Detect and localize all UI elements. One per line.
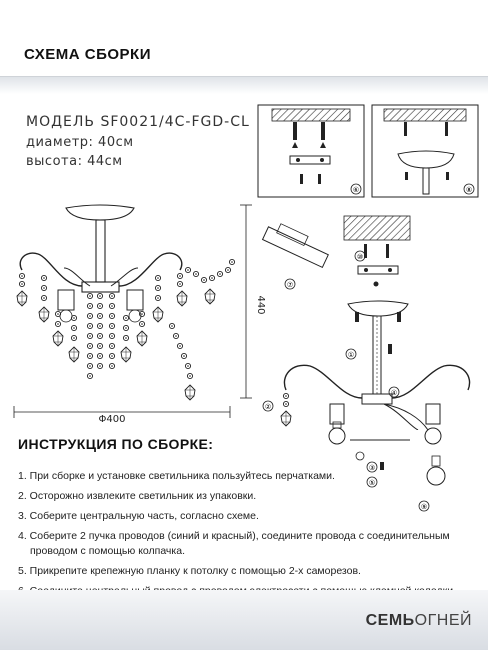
brand-bold: СЕМЬ xyxy=(365,612,415,629)
bulb-left xyxy=(328,421,346,445)
instructions-heading: ИНСТРУКЦИЯ ПО СБОРКЕ: xyxy=(18,436,214,452)
footer-band xyxy=(0,590,488,650)
width-dimension-label: Φ400 xyxy=(99,414,126,425)
callout-1: ① xyxy=(348,351,354,359)
bulb-separate xyxy=(426,455,446,486)
chandelier-drawing: Φ400 440 xyxy=(13,204,266,425)
brand-light: ОГНЕЙ xyxy=(414,612,472,629)
callout-4: ④ xyxy=(391,389,397,397)
instruction-step: 4. Соберите 2 пучка проводов (синий и кр… xyxy=(18,530,450,542)
instructions-list: 1. При сборке и установке светильника по… xyxy=(18,470,478,605)
callout-6: ⑥ xyxy=(353,186,359,194)
detail-box-6: ⑥ xyxy=(257,104,365,198)
specs-block: МОДЕЛЬ SF0021/4C-FGD-CL диаметр: 40см вы… xyxy=(26,114,250,173)
diameter-spec: диаметр: 40см xyxy=(26,135,134,150)
bulb-right xyxy=(424,427,442,445)
instruction-step: 5. Прикрепите крепежную планку к потолку… xyxy=(18,565,361,577)
height-dimension-label: 440 xyxy=(255,295,266,314)
instruction-step-continuation: проводом с помощью колпачка. xyxy=(30,545,185,557)
callout-9: ⑨ xyxy=(421,503,427,511)
callout-10: ⑩ xyxy=(357,253,363,261)
page-title: СХЕМА СБОРКИ xyxy=(24,46,151,63)
callout-7: ⑦ xyxy=(287,281,293,289)
diagram-lower-parts: ③ ⑨ ⑤ xyxy=(328,421,446,512)
detail-box-8: ⑧ xyxy=(371,104,479,198)
assembly-diagram: ⑥ ⑧ xyxy=(13,104,479,430)
brand-logo: СЕМЬОГНЕЙ xyxy=(366,612,472,630)
title-divider xyxy=(0,76,488,94)
model-name: МОДЕЛЬ SF0021/4C-FGD-CL xyxy=(26,114,250,130)
instruction-step: 3. Соберите центральную часть, согласно … xyxy=(18,510,259,522)
callout-2: ② xyxy=(265,403,271,411)
callout-8: ⑧ xyxy=(466,186,472,194)
callout-3: ③ xyxy=(369,464,375,472)
instruction-step: 2. Осторожно извлеките светильник из упа… xyxy=(18,490,257,502)
exploded-view: ⑩ ⑦ ① ② xyxy=(261,215,471,430)
callout-5: ⑤ xyxy=(369,479,375,487)
instruction-step: 1. При сборке и установке светильника по… xyxy=(18,470,335,482)
height-spec: высота: 44см xyxy=(26,154,123,169)
